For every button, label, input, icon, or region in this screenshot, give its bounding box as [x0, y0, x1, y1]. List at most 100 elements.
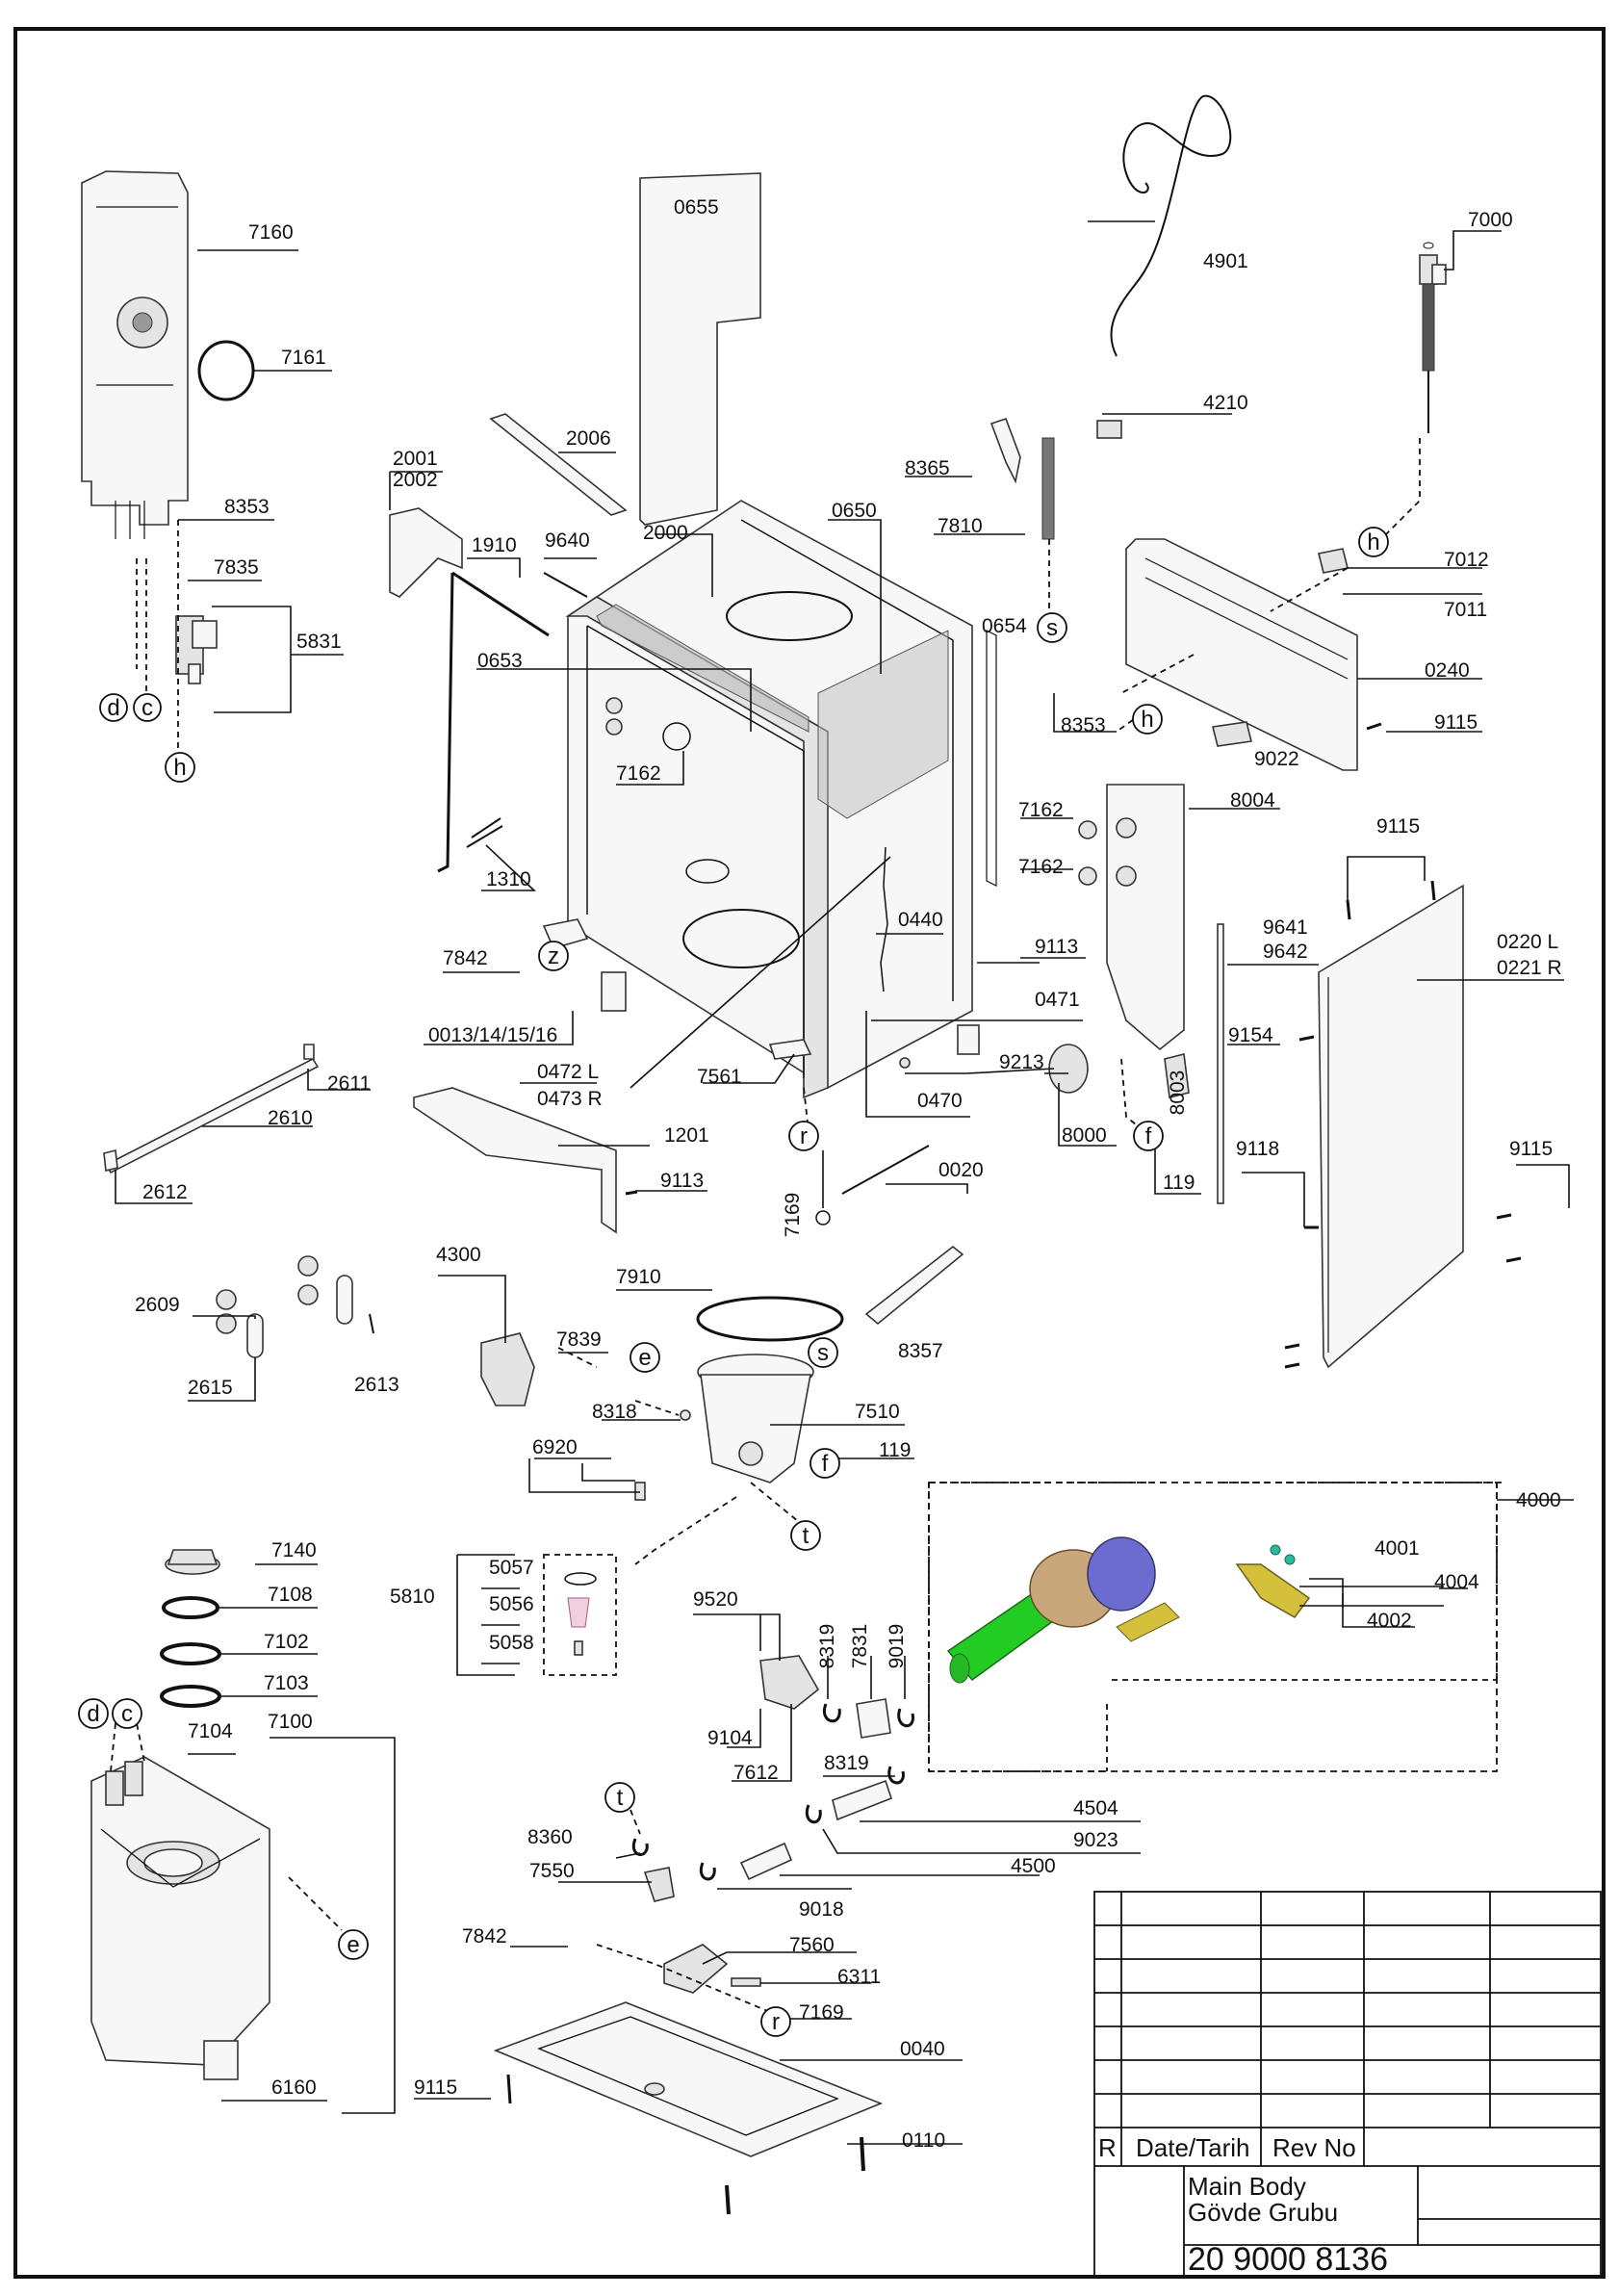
part-label-7011: 7011: [1444, 599, 1487, 621]
part-label-7012: 7012: [1444, 549, 1489, 571]
title-block-rev-label: Rev No: [1272, 2133, 1356, 2162]
part-label-8365: 8365: [905, 457, 950, 479]
part-label-7831: 7831: [849, 1624, 871, 1669]
part-7162b-drawing: [1078, 820, 1097, 839]
part-label-2002: 2002: [393, 469, 438, 491]
callout-s-1: [1037, 612, 1067, 643]
part-label-9640: 9640: [545, 529, 590, 552]
part-2000-tub-drawing: [565, 500, 997, 1099]
part-label-9154: 9154: [1228, 1024, 1273, 1046]
part-label-9115c: 9115: [1509, 1138, 1553, 1160]
part-1910-drawing: [437, 571, 550, 873]
part-1310-drawing: [466, 817, 503, 848]
part-label-0110: 0110: [902, 2129, 945, 2152]
callout-t-1: [790, 1520, 821, 1551]
part-label-6311: 6311: [837, 1966, 881, 1988]
part-label-7100: 7100: [268, 1711, 313, 1733]
part-9022-drawing: [1212, 721, 1252, 747]
part-0470-drawing: [899, 1057, 911, 1069]
part-label-7108: 7108: [268, 1584, 313, 1606]
part-label-8357: 8357: [898, 1340, 943, 1362]
part-label-4504: 4504: [1073, 1797, 1118, 1819]
part-label-2613: 2613: [354, 1374, 399, 1396]
part-7550-drawing: [643, 1867, 675, 1902]
part-label-0473: 0473 R: [537, 1088, 603, 1110]
callout-r-1: [788, 1121, 819, 1151]
part-7100-drawing: [90, 1756, 270, 2066]
callout-h-3: [1132, 704, 1163, 735]
callout-s-2: [808, 1337, 838, 1368]
part-label-2006: 2006: [566, 427, 611, 450]
part-label-0654: 0654: [982, 615, 1027, 637]
part-7831-drawing: [856, 1698, 891, 1739]
part-label-9115a: 9115: [1434, 711, 1478, 734]
callout-letter-e: e: [638, 1345, 651, 1371]
part-label-0220: 0220 L: [1497, 931, 1558, 953]
part-label-9118: 9118: [1236, 1138, 1279, 1160]
part-label-8003: 8003: [1167, 1071, 1189, 1116]
part-label-5057: 5057: [489, 1557, 534, 1579]
callout-letter-d: d: [87, 1701, 99, 1727]
title-block-title-tr: Gövde Grubu: [1188, 2198, 1338, 2227]
callout-letter-f: f: [822, 1451, 829, 1477]
part-label-8360: 8360: [527, 1826, 573, 1848]
part-5810-drawing: [564, 1572, 597, 1656]
part-6311-drawing: [731, 1977, 761, 1987]
part-4000-drawing: [946, 1536, 1180, 1684]
part-label-9104: 9104: [707, 1727, 753, 1749]
part-label-9520: 9520: [693, 1588, 738, 1611]
part-label-7162b: 7162: [1018, 799, 1064, 821]
screws: [625, 722, 1522, 1369]
part-8319b-drawing: [887, 1766, 905, 1785]
part-9641-drawing: [1217, 923, 1224, 1204]
callout-letter-h: h: [1141, 707, 1153, 733]
part-label-7510: 7510: [855, 1401, 900, 1423]
part-label-7842b: 7842: [462, 1925, 507, 1948]
part-label-6160: 6160: [271, 2077, 317, 2099]
callout-e-1: [630, 1342, 660, 1373]
part-9019-drawing: [897, 1708, 914, 1728]
callout-letter-s: s: [817, 1340, 829, 1366]
part-label-5810: 5810: [390, 1586, 435, 1608]
part-label-7160: 7160: [248, 221, 294, 244]
part-label-0472: 0472 L: [537, 1061, 599, 1083]
callout-letter-h: h: [173, 755, 186, 781]
part-label-5058: 5058: [489, 1632, 534, 1654]
title-block-title-en: Main Body: [1188, 2172, 1306, 2201]
callout-letter-h: h: [1367, 529, 1379, 555]
part-label-9113a: 9113: [1035, 936, 1078, 958]
callout-letter-c: c: [121, 1701, 133, 1727]
part-label-7560: 7560: [789, 1934, 835, 1956]
part-0020-drawing: [841, 1145, 930, 1195]
part-label-4210: 4210: [1203, 392, 1248, 414]
part-label-119b: 119: [879, 1439, 911, 1461]
part-label-0655: 0655: [674, 196, 719, 219]
part-label-7169a: 7169: [782, 1193, 804, 1238]
callout-letter-r: r: [800, 1123, 808, 1149]
part-label-1310: 1310: [486, 868, 531, 890]
part-label-7842a: 7842: [443, 947, 488, 969]
callout-d-1: [99, 693, 128, 722]
part-7108-drawing: [162, 1596, 219, 1619]
part-9640-drawing: [543, 572, 588, 598]
part-label-7161: 7161: [281, 347, 326, 369]
part-label-4000: 4000: [1516, 1489, 1561, 1511]
part-9018-drawing: [699, 1862, 716, 1881]
part-4500-drawing: [739, 1842, 793, 1881]
part-9023-drawing: [805, 1804, 822, 1824]
callout-z-1: [538, 941, 569, 971]
part-9115d-drawing: [506, 2074, 512, 2104]
part-6160-drawing: [203, 2040, 239, 2080]
callout-circles: [78, 527, 1389, 2037]
part-4210-drawing: [1096, 420, 1122, 439]
part-7510-drawing: [697, 1354, 814, 1483]
part-label-119a: 119: [1163, 1172, 1195, 1194]
callout-letter-f: f: [1145, 1123, 1152, 1149]
part-label-0470: 0470: [917, 1090, 963, 1112]
part-7160-drawing: [81, 170, 189, 539]
part-0013-drawing: [601, 971, 627, 1012]
sheet-border: [13, 27, 1606, 2279]
